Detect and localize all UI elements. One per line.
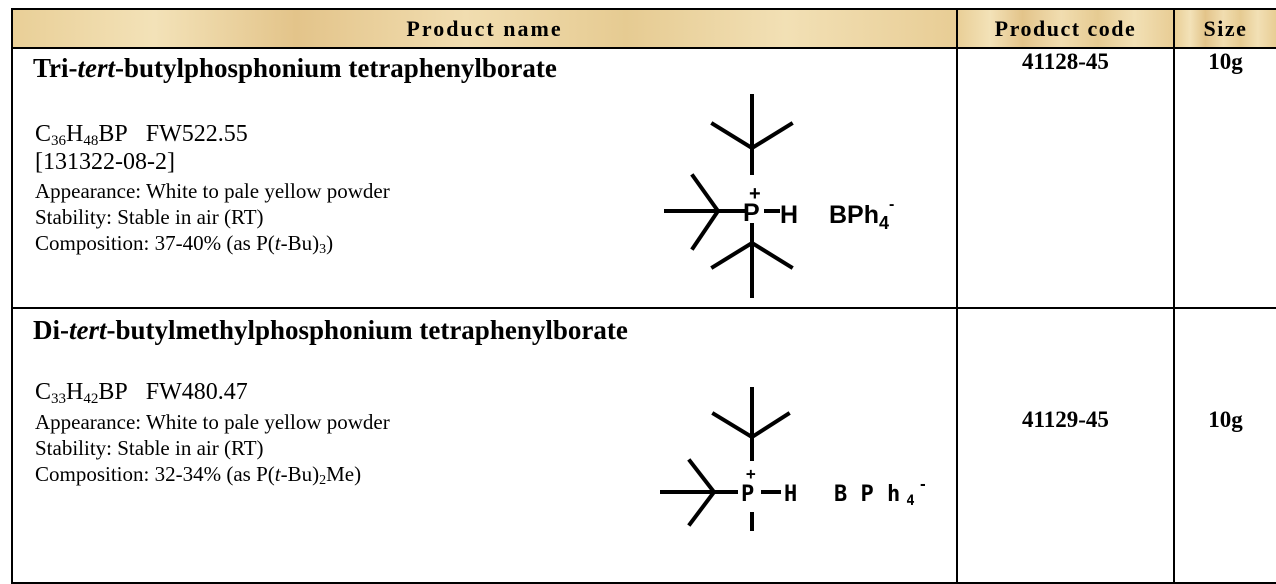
stability-text: Stability: Stable in air (RT) xyxy=(35,436,264,460)
plus-charge: + xyxy=(749,183,761,205)
table-row: Tri-tert-butylphosphonium tetraphenylbor… xyxy=(11,47,1276,309)
composition-text: Composition: 32-34% (as P(t-Bu)2Me) xyxy=(35,462,362,488)
product-cell: Di-tert-butylmethylphosphonium tetraphen… xyxy=(11,307,958,584)
phosphorus-label: P xyxy=(741,482,754,507)
phosphorus-label: P xyxy=(743,199,760,227)
hydrogen-label: H xyxy=(780,201,798,229)
header-size: Size xyxy=(1173,8,1276,49)
plus-charge: + xyxy=(746,464,756,483)
product-title: Tri-tert-butylphosphonium tetraphenylbor… xyxy=(33,53,557,83)
product-formula: C36H48BP FW522.55 xyxy=(35,121,248,149)
appearance-text: Appearance: White to pale yellow powder xyxy=(35,410,390,434)
anion-label: BPh4- xyxy=(829,196,894,233)
header-product-code: Product code xyxy=(956,8,1175,49)
hydrogen-label: H xyxy=(784,482,797,507)
product-size: 10g xyxy=(1173,307,1276,584)
table-row: Di-tert-butylmethylphosphonium tetraphen… xyxy=(11,307,1276,584)
header-product-name: Product name xyxy=(11,8,958,49)
composition-text: Composition: 37-40% (as P(t-Bu)3) xyxy=(35,231,334,257)
stability-text: Stability: Stable in air (RT) xyxy=(35,205,264,229)
structure-diagram: P + H BPh4- xyxy=(664,94,894,298)
header-row: Product name Product code Size xyxy=(11,8,1276,49)
product-table: Product name Product code Size Tri-tert-… xyxy=(11,8,1276,584)
appearance-text: Appearance: White to pale yellow powder xyxy=(35,179,390,203)
product-formula: C33H42BP FW480.47 xyxy=(35,379,248,407)
product-size: 10g xyxy=(1173,47,1276,309)
product-code: 41129-45 xyxy=(956,307,1175,584)
product-cell: Tri-tert-butylphosphonium tetraphenylbor… xyxy=(11,47,958,309)
product-title: Di-tert-butylmethylphosphonium tetraphen… xyxy=(33,315,628,345)
product-code: 41128-45 xyxy=(956,47,1175,309)
cas-number: [131322-08-2] xyxy=(35,149,175,175)
